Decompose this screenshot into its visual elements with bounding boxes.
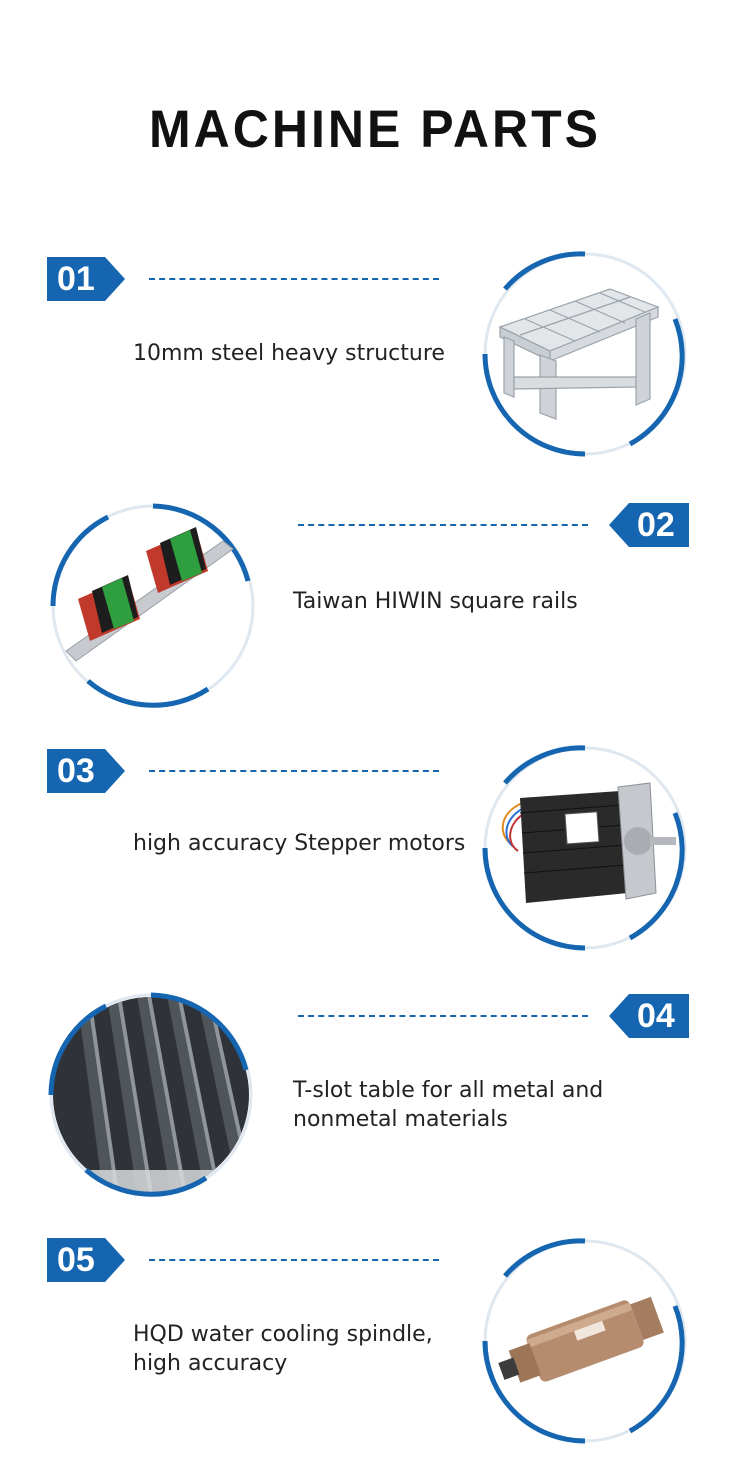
description-line: high accuracy xyxy=(133,1351,288,1376)
part-image-steel-frame xyxy=(480,249,690,459)
part-image-spindle xyxy=(480,1236,690,1446)
description-line: high accuracy Stepper motors xyxy=(133,831,466,856)
part-section-05: 05 HQD water cooling spindle, high accur… xyxy=(0,1238,750,1478)
part-description: T-slot table for all metal and nonmetal … xyxy=(293,1076,603,1134)
part-number-badge: 02 xyxy=(609,503,689,547)
part-description: high accuracy Stepper motors xyxy=(133,829,465,858)
part-image-t-slot-table xyxy=(46,990,256,1200)
dashed-divider xyxy=(298,524,588,526)
part-number-badge: 03 xyxy=(47,749,125,793)
description-line: Taiwan HIWIN square rails xyxy=(293,589,578,614)
part-section-04: 04 T-slot table for all metal and nonmet… xyxy=(0,992,750,1234)
part-description: HQD water cooling spindle, high accuracy xyxy=(133,1320,433,1378)
dashed-divider xyxy=(149,1259,439,1261)
part-section-03: 03 high accuracy Stepper motors xyxy=(0,745,750,989)
part-section-02: 02 Taiwan HIWIN square rails xyxy=(0,503,750,743)
part-number-badge: 01 xyxy=(47,257,125,301)
part-image-stepper-motor xyxy=(480,743,690,953)
dashed-divider xyxy=(149,770,439,772)
part-image-linear-rail xyxy=(48,501,258,711)
page-title: MACHINE PARTS xyxy=(149,99,601,159)
description-line: 10mm steel heavy structure xyxy=(133,341,445,366)
description-line: T-slot table for all metal and xyxy=(293,1078,604,1103)
part-description: Taiwan HIWIN square rails xyxy=(293,587,578,616)
part-section-01: 01 10mm steel heavy structure xyxy=(0,251,750,497)
description-line: HQD water cooling spindle, xyxy=(133,1322,433,1347)
description-line: nonmetal materials xyxy=(293,1107,508,1132)
dashed-divider xyxy=(298,1015,588,1017)
part-number-badge: 05 xyxy=(47,1238,125,1282)
part-description: 10mm steel heavy structure xyxy=(133,339,445,368)
part-number-badge: 04 xyxy=(609,994,689,1038)
dashed-divider xyxy=(149,278,439,280)
